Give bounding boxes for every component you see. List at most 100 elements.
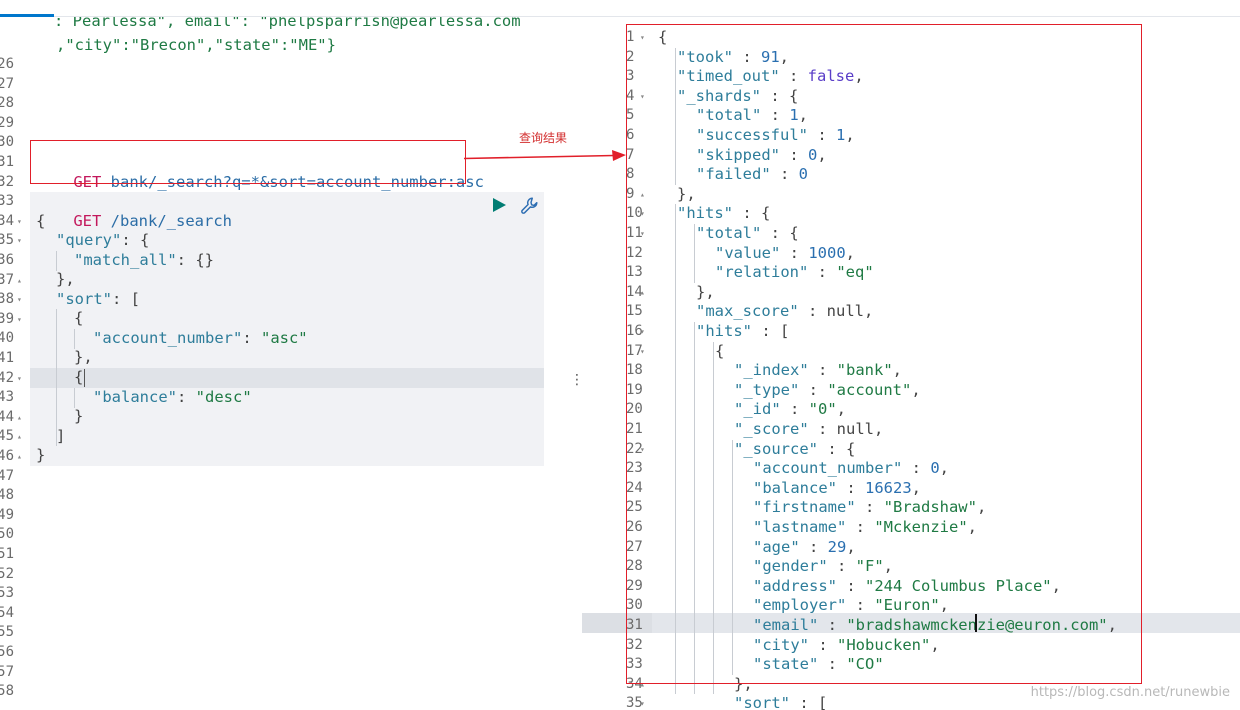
line-number: 22 bbox=[626, 440, 643, 457]
response-line: "employer" : "Euron", bbox=[753, 596, 949, 615]
fold-toggle-icon[interactable]: ▾ bbox=[640, 91, 645, 101]
indent-guide bbox=[713, 341, 714, 695]
line-number: 38 bbox=[0, 291, 14, 308]
fold-toggle-icon[interactable]: ▾ bbox=[640, 699, 645, 709]
response-line: "lastname" : "Mckenzie", bbox=[753, 518, 977, 536]
response-line: "failed" : 0 bbox=[696, 165, 808, 184]
wrench-icon[interactable] bbox=[519, 195, 541, 217]
response-line: "balance" : 16623, bbox=[753, 478, 922, 497]
fold-toggle-icon[interactable]: ▾ bbox=[17, 216, 22, 226]
line-number: 3 bbox=[626, 68, 635, 85]
fold-toggle-icon[interactable]: ▾ bbox=[17, 236, 22, 246]
fold-toggle-icon[interactable]: ▾ bbox=[17, 373, 22, 383]
text-cursor bbox=[84, 369, 85, 387]
fold-toggle-icon[interactable]: ▴ bbox=[640, 189, 645, 199]
active-tab-indicator[interactable] bbox=[0, 14, 54, 17]
fold-toggle-icon[interactable]: ▴ bbox=[640, 287, 645, 297]
fold-toggle-icon[interactable]: ▴ bbox=[640, 679, 645, 689]
line-number: 4 bbox=[626, 87, 635, 104]
line-number: 12 bbox=[626, 244, 643, 261]
line-number: 44 bbox=[0, 408, 14, 425]
line-number: 31 bbox=[0, 154, 14, 170]
line-number: 32 bbox=[626, 636, 643, 653]
indent-guide bbox=[56, 309, 57, 446]
line-number: 20 bbox=[626, 401, 643, 418]
indent-guide bbox=[74, 329, 75, 349]
fold-toggle-icon[interactable]: ▴ bbox=[17, 275, 22, 285]
line-number: 7 bbox=[626, 146, 635, 163]
request-line[interactable]: GET /bank/_search bbox=[36, 192, 232, 251]
fold-toggle-icon[interactable]: ▾ bbox=[640, 33, 645, 42]
selected-request-block bbox=[30, 192, 544, 466]
response-line: "total" : { bbox=[696, 224, 799, 242]
fold-toggle-icon[interactable]: ▾ bbox=[640, 209, 645, 219]
line-number: 37 bbox=[0, 271, 14, 288]
response-line: "hits" : { bbox=[677, 204, 771, 223]
line-number: 11 bbox=[626, 225, 643, 241]
fold-toggle-icon[interactable]: ▾ bbox=[17, 295, 22, 305]
line-number: 21 bbox=[626, 421, 643, 437]
response-line: "city" : "Hobucken", bbox=[753, 635, 940, 654]
line-number: 57 bbox=[0, 663, 14, 680]
body-line: { bbox=[74, 309, 84, 327]
body-line: "balance": "desc" bbox=[93, 388, 252, 406]
indent-guide bbox=[74, 388, 75, 408]
line-number: 28 bbox=[626, 558, 643, 575]
fold-toggle-icon[interactable]: ▴ bbox=[17, 452, 22, 461]
line-number: 24 bbox=[626, 479, 643, 496]
continuation-line: ,"city":"Brecon","state":"ME"} bbox=[56, 36, 336, 56]
line-number: 43 bbox=[0, 389, 14, 406]
line-number: 54 bbox=[0, 604, 14, 621]
highlight-box-response bbox=[626, 24, 1142, 684]
response-line: "_index" : "bank", bbox=[734, 361, 902, 380]
line-number: 26 bbox=[0, 56, 14, 72]
line-number: 40 bbox=[0, 330, 14, 347]
line-number: 55 bbox=[0, 624, 14, 641]
line-number: 6 bbox=[626, 127, 635, 143]
line-number: 42 bbox=[0, 369, 14, 386]
line-number: 39 bbox=[0, 310, 14, 327]
line-number: 17 bbox=[626, 342, 643, 359]
response-line: "value" : 1000, bbox=[715, 243, 855, 262]
request-path: /bank/_search bbox=[110, 211, 232, 230]
response-line: "relation" : "eq" bbox=[715, 263, 874, 282]
fold-toggle-icon[interactable]: ▾ bbox=[17, 314, 22, 324]
continuation-text: ,"city":"Brecon","state":"ME"} bbox=[56, 36, 336, 54]
line-number: 9 bbox=[626, 185, 635, 202]
fold-toggle-icon[interactable]: ▾ bbox=[640, 327, 645, 336]
fold-toggle-icon[interactable]: ▾ bbox=[640, 229, 645, 238]
line-number: 14 bbox=[626, 283, 643, 300]
response-line: "_shards" : { bbox=[677, 86, 799, 105]
line-number: 13 bbox=[626, 264, 643, 281]
play-icon[interactable] bbox=[490, 196, 508, 214]
fold-toggle-icon[interactable]: ▾ bbox=[640, 346, 645, 356]
response-line: "_source" : { bbox=[734, 439, 856, 458]
line-number: 47 bbox=[0, 467, 14, 484]
pane-resize-handle[interactable]: ⋮ bbox=[570, 372, 584, 388]
fold-toggle-icon[interactable]: ▴ bbox=[17, 432, 22, 442]
line-number: 30 bbox=[0, 134, 14, 151]
body-line: { bbox=[74, 368, 84, 386]
response-line: "account_number" : 0, bbox=[753, 459, 949, 478]
line-number: 27 bbox=[626, 538, 643, 555]
body-line: "sort": [ bbox=[56, 290, 140, 308]
line-number: 25 bbox=[626, 499, 643, 516]
body-line: "query": { bbox=[56, 231, 150, 249]
line-number: 53 bbox=[0, 585, 14, 602]
line-number: 33 bbox=[626, 656, 643, 673]
fold-toggle-icon[interactable]: ▴ bbox=[17, 412, 22, 422]
response-line: "gender" : "F", bbox=[753, 557, 893, 576]
partial-response-line: : Pearlessa", email": "phelpsparrish@pea… bbox=[54, 17, 521, 30]
top-tab-bar bbox=[0, 0, 1240, 17]
line-number: 2 bbox=[626, 48, 635, 65]
line-number: 1 bbox=[626, 29, 635, 45]
response-line: "max_score" : null, bbox=[696, 302, 874, 321]
line-number: 35 bbox=[0, 232, 14, 249]
line-number: 30 bbox=[626, 597, 643, 614]
query-string-request[interactable]: GET bank/_search?q=*&sort=account_number… bbox=[36, 153, 484, 212]
fold-toggle-icon[interactable]: ▾ bbox=[640, 444, 645, 454]
